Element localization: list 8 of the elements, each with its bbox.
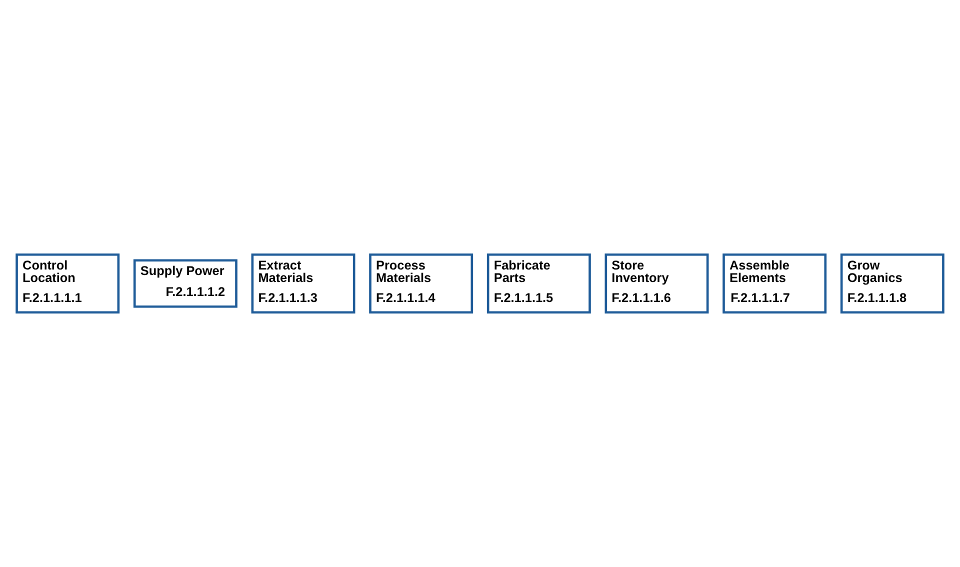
node-box: Fabricate Parts F.2.1.1.1.5 <box>486 253 591 314</box>
node-box: Process Materials F.2.1.1.1.4 <box>369 253 474 314</box>
node-box: Store Inventory F.2.1.1.1.6 <box>604 253 709 314</box>
node-box: Assemble Elements F.2.1.1.1.7 <box>722 253 827 314</box>
node-box: Grow Organics F.2.1.1.1.8 <box>840 253 944 314</box>
node-box: Supply Power F.2.1.1.1.2 <box>133 259 238 308</box>
node-box: Control Location F.2.1.1.1.1 <box>16 253 120 314</box>
node-box: Extract Materials F.2.1.1.1.3 <box>251 253 356 314</box>
